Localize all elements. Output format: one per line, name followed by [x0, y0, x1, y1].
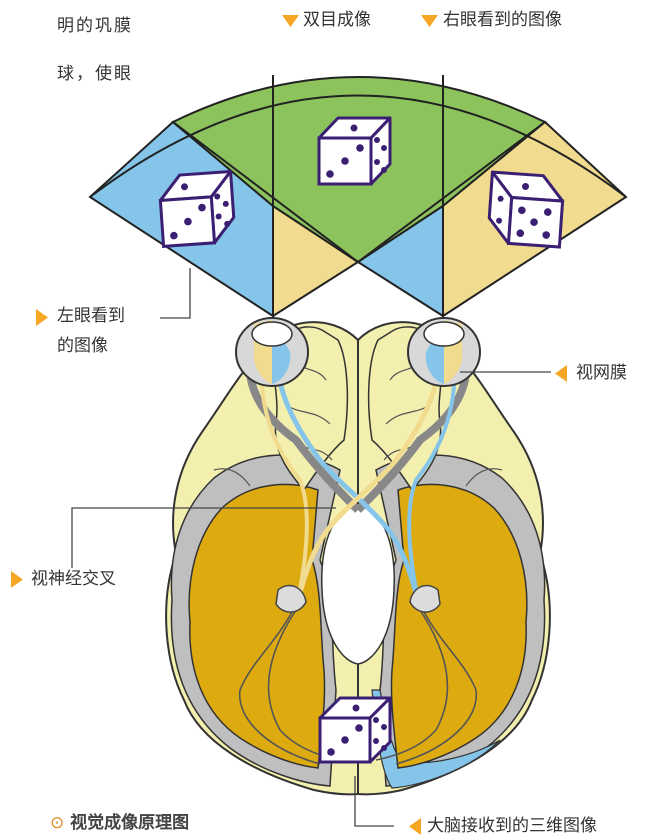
leader-left-eye	[160, 268, 191, 319]
label-left-eye-image-line-2: 的图像	[57, 336, 108, 356]
lgn-right	[409, 584, 441, 613]
arrow-markers	[11, 15, 567, 835]
radiation-right	[375, 599, 478, 765]
label-left-eye-image-line-1: 左眼看到	[57, 306, 125, 326]
label-retina: 视网膜	[576, 363, 627, 383]
fan-diagonal-left	[172, 121, 359, 263]
leader-lines	[71, 268, 551, 827]
brain	[165, 321, 551, 796]
caption-target-icon: ⊙	[50, 813, 65, 833]
header-text-line-1: 明的巩膜	[57, 16, 133, 36]
gyri-lines	[213, 361, 503, 487]
die-brain-icon	[318, 696, 392, 764]
fan-diagonal-right	[357, 121, 546, 263]
header-text-line-2: 球，使眼	[57, 64, 133, 84]
arrow-right-icon	[36, 309, 48, 326]
right-eye-lens	[423, 321, 465, 347]
label-binocular: 双目成像	[303, 10, 371, 30]
ventricle-space	[321, 505, 395, 665]
die-center-icon	[317, 116, 392, 186]
arrow-down-icon	[282, 15, 299, 27]
fan-outline	[89, 94, 627, 198]
left-eye-lens	[251, 321, 293, 347]
occipital-gold-right	[390, 483, 528, 769]
leader-brain-3d	[354, 776, 394, 827]
left-eye	[235, 317, 309, 387]
caption-text: 视觉成像原理图	[70, 813, 190, 833]
arrow-left-icon	[555, 365, 567, 382]
arrow-left-icon	[409, 818, 421, 835]
arrow-down-icon	[421, 15, 438, 27]
figure-caption: ⊙ 视觉成像原理图	[50, 808, 189, 833]
arrow-right-icon	[11, 571, 23, 588]
label-optic-chiasm: 视神经交叉	[31, 569, 116, 589]
nerve-right-yellow	[295, 339, 442, 601]
radiation-left	[238, 599, 341, 765]
label-brain-3d-image: 大脑接收到的三维图像	[427, 816, 597, 836]
leader-chiasm	[71, 507, 336, 568]
lgn-left	[275, 584, 307, 613]
die-right-icon	[487, 170, 565, 249]
nerve-left-blue	[274, 339, 421, 601]
label-right-eye-image: 右眼看到的图像	[443, 10, 562, 30]
die-left-icon	[158, 170, 236, 248]
right-eye	[407, 317, 481, 387]
